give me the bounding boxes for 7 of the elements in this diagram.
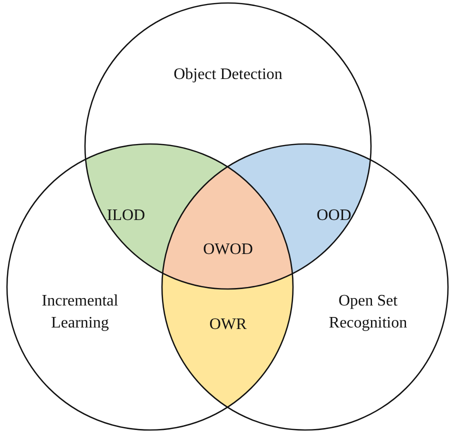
circle-label: Open Set Recognition [328,291,408,333]
region-label: OWOD [202,240,254,260]
region-label: ILOD [106,206,146,226]
region-label: OOD [316,206,352,226]
circle-label: Incremental Learning [40,291,120,333]
region-label: OWR [208,315,248,336]
circle-label: Object Detection [172,65,284,86]
